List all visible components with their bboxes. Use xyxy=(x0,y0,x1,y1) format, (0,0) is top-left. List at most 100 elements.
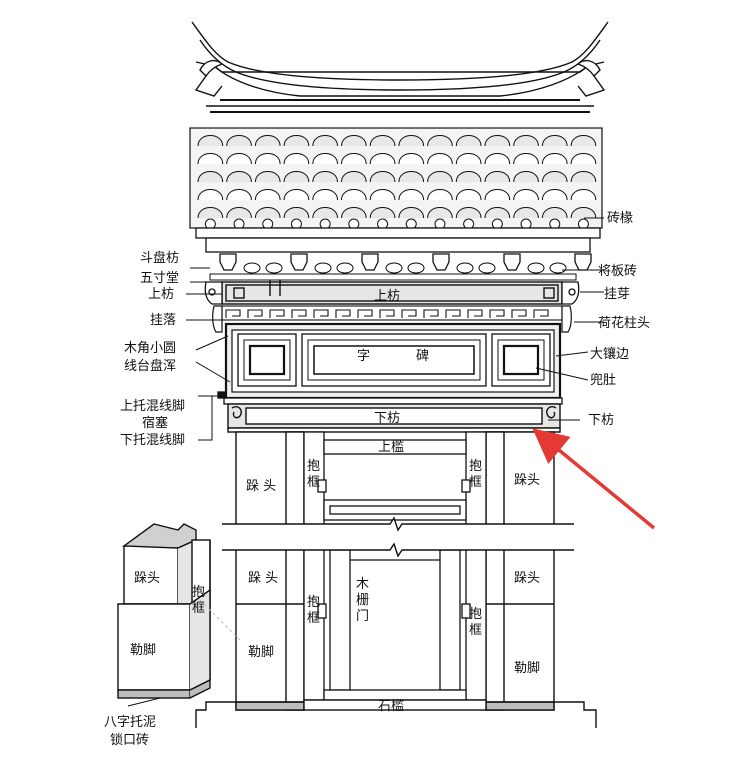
roof-tile xyxy=(455,135,482,147)
roof-tile xyxy=(455,189,482,201)
label-le-jiao-left: 勒脚 xyxy=(248,644,274,660)
roof-tile xyxy=(226,171,252,183)
eave-band xyxy=(195,227,601,253)
label-bao-kuang-left-top: 抱框 xyxy=(307,458,320,490)
wu-cun-tang-block xyxy=(265,262,283,274)
roof-tile xyxy=(226,189,252,201)
label-mu-jiao-xiao-yuan: 木角小圆 xyxy=(124,341,176,356)
leader-lines xyxy=(127,217,604,707)
roof-tile xyxy=(427,153,453,165)
roof-tile xyxy=(398,171,425,183)
label-duo-tou-right-top: 跺头 xyxy=(514,473,540,488)
roof-tile xyxy=(197,189,224,201)
label-dou-pan-fang: 斗盘枋 xyxy=(140,250,179,266)
label-bao-kuang-left-bot: 抱框 xyxy=(307,594,320,626)
label-da-xiang-bian: 大镶边 xyxy=(590,346,629,362)
label-duo-tou-left-mid: 跺 头 xyxy=(248,571,278,586)
dou-bracket xyxy=(290,253,308,271)
roof-tile xyxy=(513,189,539,201)
dou-bracket xyxy=(574,253,592,271)
roof-tile xyxy=(341,135,367,147)
roof-tile xyxy=(226,153,252,165)
label-xian-tai-pan-hun: 线台盘浑 xyxy=(124,358,176,374)
roof-tile xyxy=(513,207,539,219)
dou-bracket xyxy=(219,253,237,271)
roof-tile xyxy=(455,153,482,165)
dou-pan-fang-band xyxy=(209,273,577,281)
label-bei: 碑 xyxy=(416,348,429,364)
roof-tile xyxy=(541,207,568,219)
roof-tile xyxy=(369,171,396,183)
roof-tile xyxy=(254,171,281,183)
label-gua-ya: 挂芽 xyxy=(604,287,630,302)
roof-tile xyxy=(197,171,224,183)
roof-tile xyxy=(398,153,425,165)
left-pier xyxy=(235,431,305,711)
roof-tile xyxy=(427,135,453,147)
roof-tile xyxy=(541,171,568,183)
mu-zha-men-gate xyxy=(323,549,467,701)
label-shang-tuo-hun-xian-jiao: 上托混线脚 xyxy=(120,398,185,414)
label-shang-kan: 上槛 xyxy=(378,440,404,455)
base-platform xyxy=(195,699,597,728)
label-xia-fang-right: 下枋 xyxy=(588,412,614,428)
roof-tile xyxy=(455,171,482,183)
roof-tile xyxy=(369,153,396,165)
label-bao-kuang-right-bot: 抱框 xyxy=(469,606,482,638)
roof-tile xyxy=(570,207,597,219)
roof-tile xyxy=(570,189,597,201)
label-detail-bao-kuang: 抱框 xyxy=(192,584,205,616)
roof-tile xyxy=(427,207,453,219)
central-panel xyxy=(224,322,562,400)
roof-tile xyxy=(254,153,281,165)
label-mu-zha-men: 木栅门 xyxy=(356,577,369,624)
roof-tile xyxy=(541,189,568,201)
roof-tiles xyxy=(189,127,603,229)
gua-ya-brackets xyxy=(204,281,580,305)
wu-cun-tang-block xyxy=(478,262,496,274)
break-lines xyxy=(222,516,574,558)
roof xyxy=(191,21,609,113)
roof-tile xyxy=(226,135,252,147)
roof-tile xyxy=(197,207,224,219)
wu-cun-tang-block xyxy=(385,262,403,274)
roof-tile xyxy=(484,153,511,165)
roof-tile xyxy=(427,189,453,201)
wu-cun-tang-block xyxy=(243,262,261,274)
red-arrow-icon xyxy=(532,428,656,530)
label-le-jiao-right: 勒脚 xyxy=(514,660,540,676)
roof-tile xyxy=(398,135,425,147)
wu-cun-tang-block xyxy=(456,262,474,274)
roof-tile xyxy=(541,153,568,165)
roof-tile xyxy=(283,153,310,165)
label-xia-tuo-hun-xian-jiao: 下托混线脚 xyxy=(120,432,185,448)
roof-tile xyxy=(226,207,252,219)
roof-tile xyxy=(254,207,281,219)
roof-tile xyxy=(398,207,425,219)
label-duo-tou-left-top: 跺 头 xyxy=(246,479,276,494)
wu-cun-tang-block xyxy=(407,262,425,274)
roof-tile xyxy=(570,153,597,165)
label-zi: 字 xyxy=(357,349,370,364)
label-detail-duo-tou: 跺头 xyxy=(134,571,160,586)
roof-tile xyxy=(513,135,539,147)
roof-tile xyxy=(484,189,511,201)
roof-tile xyxy=(398,189,425,201)
roof-tile xyxy=(283,207,310,219)
roof-tile xyxy=(341,207,367,219)
roof-tile xyxy=(427,171,453,183)
roof-tile xyxy=(369,207,396,219)
dou-bracket xyxy=(361,253,379,271)
label-zhuan-chuan: 砖椽 xyxy=(607,211,633,226)
roof-tile xyxy=(541,135,568,147)
roof-tile xyxy=(369,135,396,147)
label-gua-luo: 挂落 xyxy=(150,313,176,328)
roof-tile xyxy=(283,171,310,183)
roof-tile xyxy=(570,135,597,147)
roof-tile xyxy=(455,207,482,219)
roof-tile xyxy=(513,153,539,165)
label-shang-fang-left: 上枋 xyxy=(148,286,174,302)
roof-tile xyxy=(254,135,281,147)
roof-tile xyxy=(513,171,539,183)
label-he-hua-zhu-tou: 荷花柱头 xyxy=(598,315,650,331)
